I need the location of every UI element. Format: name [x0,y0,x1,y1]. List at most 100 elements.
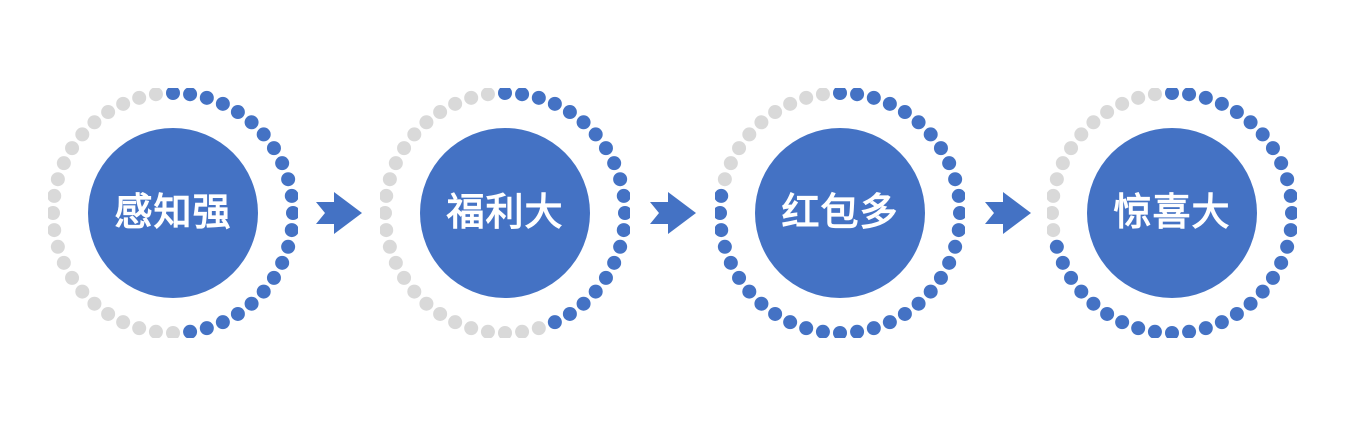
stage-label-4: 惊喜大 [1113,192,1231,234]
progress-dot-ring-4 [1047,88,1297,338]
ring-dot [742,127,757,142]
ring-dot [284,188,298,203]
ring-dot [607,156,622,171]
ring-dot [266,141,281,156]
ring-dot [1100,306,1115,321]
ring-dot [1265,270,1280,285]
ring-dot [407,127,422,142]
flow-arrow-3 [979,184,1037,242]
ring-dot [923,284,938,299]
ring-dot [948,239,963,254]
ring-dot [531,321,546,336]
process-stage-2[interactable]: 福利大 [380,88,630,338]
arrow-right-icon [316,192,362,234]
ring-dot [1131,321,1146,336]
ring-dot [866,90,881,105]
ring-dot [75,284,90,299]
ring-dot [1074,127,1089,142]
process-stage-1[interactable]: 感知强 [48,88,298,338]
ring-dot [65,270,80,285]
ring-dot [515,88,530,102]
ring-dot [598,141,613,156]
ring-dot [498,326,512,338]
ring-dot [388,156,403,171]
ring-dot [244,296,259,311]
ring-dot [284,223,298,238]
ring-dot [388,255,403,270]
ring-dot [598,270,613,285]
stage-core-circle-3[interactable]: 红包多 [755,128,925,298]
ring-dot [942,156,957,171]
ring-dot [815,88,830,102]
ring-dot [799,90,814,105]
ring-dot [116,315,131,330]
ring-dot [256,284,271,299]
ring-dot [1049,172,1064,187]
ring-dot [1074,284,1089,299]
ring-dot [866,321,881,336]
ring-dot [56,255,71,270]
process-stage-3[interactable]: 红包多 [715,88,965,338]
ring-dot [911,115,926,130]
ring-dot [407,284,422,299]
ring-dot [480,88,495,102]
ring-dot [1265,141,1280,156]
ring-dot [433,105,448,120]
ring-dot [275,255,290,270]
ring-dot [1047,223,1061,238]
ring-dot [448,96,463,111]
ring-dot [87,296,102,311]
ring-dot [815,324,830,338]
ring-dot [768,306,783,321]
ring-dot [65,141,80,156]
ring-dot [951,188,965,203]
ring-dot [380,223,394,238]
ring-dot [1131,90,1146,105]
ring-dot [464,90,479,105]
ring-dot [419,115,434,130]
ring-dot [715,206,727,220]
ring-dot [616,223,630,238]
ring-dot [717,172,732,187]
ring-dot [199,90,214,105]
stage-label-1: 感知强 [114,192,232,234]
ring-dot [1115,315,1130,330]
ring-dot [1064,141,1079,156]
ring-dot [48,206,60,220]
ring-dot [783,315,798,330]
ring-dot [754,296,769,311]
ring-dot [576,296,591,311]
process-stage-4[interactable]: 惊喜大 [1047,88,1297,338]
ring-dot [1283,188,1297,203]
stage-core-circle-4[interactable]: 惊喜大 [1087,128,1257,298]
ring-dot [613,172,628,187]
ring-dot [380,206,392,220]
ring-dot [183,324,198,338]
ring-dot [256,127,271,142]
ring-dot [897,306,912,321]
ring-dot [942,255,957,270]
ring-dot [562,105,577,120]
ring-dot [799,321,814,336]
stage-label-3: 红包多 [781,192,899,234]
ring-dot [382,239,397,254]
ring-dot [199,321,214,336]
ring-dot [1055,255,1070,270]
stage-core-circle-1[interactable]: 感知强 [88,128,258,298]
ring-dot [1280,239,1295,254]
ring-dot [531,90,546,105]
ring-dot [382,172,397,187]
ring-dot [833,88,847,100]
arrow-right-icon [650,192,696,234]
ring-dot [933,141,948,156]
ring-dot [1086,115,1101,130]
ring-dot [1165,88,1179,100]
stage-core-circle-2[interactable]: 福利大 [420,128,590,298]
ring-dot [1147,324,1162,338]
ring-dot [547,315,562,330]
ring-dot [1255,127,1270,142]
progress-dot-ring-3 [715,88,965,338]
ring-dot [1229,306,1244,321]
ring-dot [56,156,71,171]
ring-dot [1283,223,1297,238]
